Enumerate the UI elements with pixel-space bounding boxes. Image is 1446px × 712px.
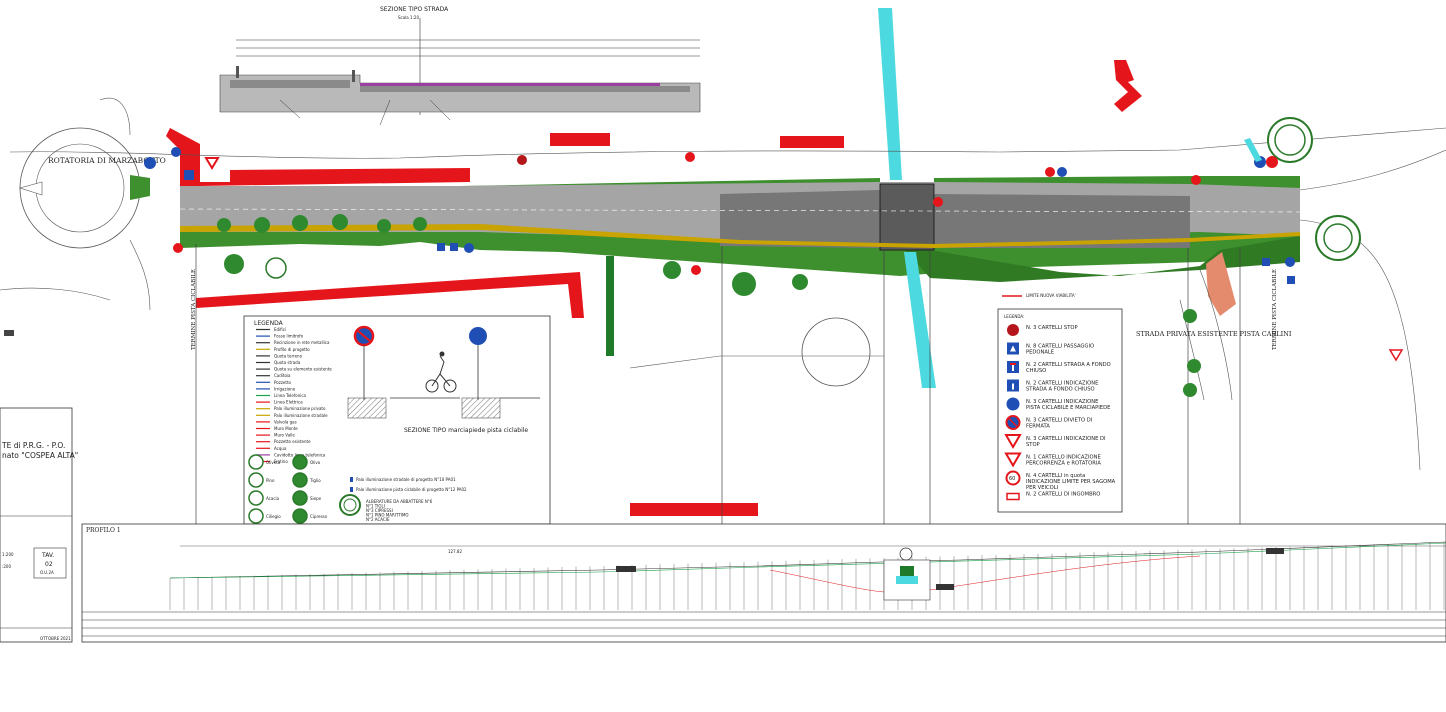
legend-left-item: Palo illuminazione stradale [274,413,328,418]
legend-tree-label: Tiglio [309,478,321,483]
tree-symbol-icon [292,508,308,524]
legend-tree-label: Oliveto [266,460,281,465]
legend-tree-label: Cipresso [310,514,328,519]
legend-tree-label: Pino [266,478,275,483]
profile-distance: 127.82 [448,549,462,554]
legend-left-item: Quota strada [274,360,301,365]
legend-felling-line: N°1 PINO MARITTIMO [366,513,409,518]
road-section-title: SEZIONE TIPO STRADA [380,6,449,13]
legend-left-title: LEGENDA [254,320,284,327]
road-section-drawing: SEZIONE TIPO STRADA Scala 1:20 [219,6,701,126]
title-line-2: nato "COSPEA ALTA" [2,451,78,460]
tree-symbol-icon [248,490,264,506]
tav-code: O.U.2A [40,570,54,575]
legend-left-item: Irrigazione [274,386,296,391]
stop-sign-icon [1007,324,1019,336]
light-pole-icon [350,487,353,492]
tree-symbol-icon [292,490,308,506]
legend-tree-label: Acacia [266,496,280,501]
legend-left-item: Quota su elemento esistente [274,367,332,372]
legend-tree-label: Ciliegio [266,514,281,519]
roundabout-label: ROTATORIA DI MARZABOTTO [48,156,166,165]
legend-left-item: Recinzione in rete metallica [274,340,330,345]
scale-1: 1:200 [2,552,14,557]
legend-sign-label: N. 2 CARTELLI DI INGOMBRO [1026,492,1100,498]
legend-left-item: Muro Monte [274,426,298,431]
speed-limit-value: 60 [1009,476,1015,482]
legend-tree-label: Siepe [310,496,322,501]
legend-left-item: Pozzetto [274,380,292,385]
roundabout-warning-icon [1004,452,1022,468]
tav-number: 02 [45,561,53,568]
legend-left-item: Fosso limitrofo [274,334,304,339]
no-stopping-icon [1005,415,1021,430]
private-road-label: STRADA PRIVATA ESISTENTE PISTA CARLINI [1136,330,1292,338]
legend-tree-label: Olivo [310,460,321,465]
legend-felling-line: N°1 TIGLI [366,504,385,509]
legend-light-label: Palo illuminazione stradale di progetto … [356,477,456,482]
new-limit-label: LIMITE NUOVA VIABILITA' [1026,293,1076,298]
legend-felling-line: ALBERATURE DA ABBATTERE N°6 [366,499,433,504]
tree-symbol-icon [248,454,264,470]
plan-road-signs [4,138,1404,362]
pedestrian-crossing-icon [1007,342,1019,355]
legend-left-item: Pozzetto esistente [274,439,311,444]
cycle-path-icon [1006,397,1020,411]
legend-left-item: Acqua [274,446,287,451]
legend-left-item: Valvola gas [274,419,297,424]
legend-left-item: Profilo di progetto [274,347,310,352]
longitudinal-profile: PROFILO 1 127.82 [81,523,1446,643]
tav-label: TAV. [41,552,54,559]
tree-symbol-icon [248,472,264,488]
legend-right: LIMITE NUOVA VIABILITA' LEGENDA: N. 3 CA… [997,293,1123,513]
legend-left-item: Palo illuminazione privato [274,406,326,411]
speed-limit-icon: 60 [1005,470,1021,486]
roundabout-left [0,97,151,311]
light-pole-icon [350,477,353,482]
title-block: TE di P.R.G. - P.O. nato "COSPEA ALTA" T… [0,407,78,643]
dead-end-indication-icon [1007,379,1019,392]
terminal-label-right: TERMINE PISTA CICLABILE [1272,269,1278,350]
legend-felling-line: N°3 CIPRESSI [366,508,393,513]
tree-symbols [217,117,1361,397]
bike-section-title: SEZIONE TIPO marciapiede pista ciclabile [404,427,528,434]
legend-felling-line: N°2 ACACIE [366,517,390,522]
legend-light-label: Palo illuminazione pista ciclabile di pr… [356,487,467,492]
tree-symbol-icon [292,472,308,488]
legend-left-item: Muro Valle [274,433,295,438]
bike-section-drawing: SEZIONE TIPO marciapiede pista ciclabile [347,325,540,434]
legend-left-item: Linea Telefonica [274,393,307,398]
road-plan: ROTATORIA DI MARZABOTTO STRADA PRIVATA E… [0,8,1446,525]
legend-left-item: Edifici [274,327,286,332]
terminal-label-left: TERMINE PISTA CICLABILE [191,269,197,350]
legend-left-item: Quota terreno [274,353,303,358]
tree-symbol-icon [248,508,264,524]
legend-sign-label: N. 3 CARTELLI STOP [1026,325,1078,331]
scale-2: :200 [2,564,11,569]
legend-left-item: Caditoia [274,373,291,378]
date-label: OTTOBRE 2021 [40,636,71,641]
legend-left-item: Fratino [274,459,288,464]
yield-sign-icon [1004,434,1022,449]
profile-label: PROFILO 1 [86,527,121,534]
tree-symbol-icon [292,454,308,470]
dead-end-icon [1007,361,1019,373]
title-line-1: TE di P.R.G. - P.O. [1,441,65,450]
road-section-scale: Scala 1:20 [398,15,419,20]
bulk-sign-icon [1006,492,1020,501]
legend-left-item: Linea Elettrica [274,400,303,405]
legend-right-title: LEGENDA: [1004,314,1024,319]
